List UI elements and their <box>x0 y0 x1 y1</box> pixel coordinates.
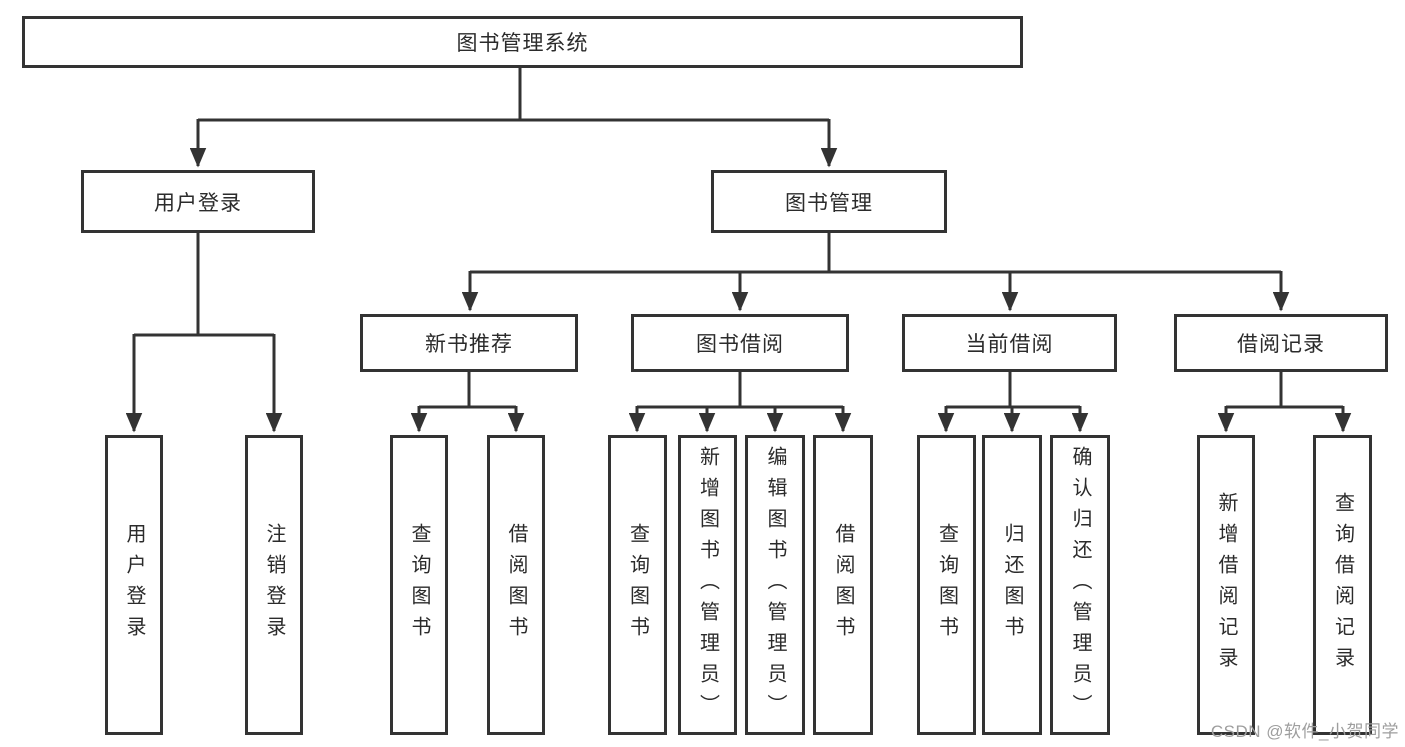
csdn-watermark: CSDN @软件_小贺同学 <box>1210 722 1399 741</box>
leaf-query-books-3: 查询图书 <box>917 435 976 735</box>
node-label: 借阅图书 <box>832 523 854 647</box>
node-label: 查询借阅记录 <box>1331 492 1354 678</box>
node-borrowing-records: 借阅记录 <box>1174 314 1388 372</box>
leaf-confirm-return-admin: 确认归还（管理员） <box>1050 435 1110 735</box>
leaf-query-borrow-record: 查询借阅记录 <box>1313 435 1372 735</box>
node-label: 查询图书 <box>626 523 649 647</box>
node-label: 当前借阅 <box>965 333 1054 356</box>
connector-userlogin-to-leaves <box>125 233 283 433</box>
node-label: 编辑图书（管理员） <box>764 445 786 725</box>
leaf-edit-books-admin: 编辑图书（管理员） <box>745 435 805 735</box>
node-label: 图书借阅 <box>696 333 784 356</box>
node-label: 查询图书 <box>408 523 430 647</box>
connector-records-to-leaves <box>1217 372 1352 433</box>
node-new-book-recommendation: 新书推荐 <box>360 314 578 372</box>
node-label: 新书推荐 <box>425 333 513 356</box>
node-label: 确认归还（管理员） <box>1069 445 1091 725</box>
node-user-login: 用户登录 <box>81 170 315 233</box>
node-label: 图书管理系统 <box>456 32 589 55</box>
node-label: 注销登录 <box>263 523 285 647</box>
leaf-query-books-1: 查询图书 <box>390 435 448 735</box>
connector-current-to-leaves <box>937 372 1089 433</box>
leaf-return-books: 归还图书 <box>982 435 1042 735</box>
leaf-add-books-admin: 新增图书（管理员） <box>678 435 737 735</box>
node-label: 归还图书 <box>1001 523 1023 647</box>
leaf-logout: 注销登录 <box>245 435 303 735</box>
leaf-borrow-books-2: 借阅图书 <box>813 435 873 735</box>
leaf-user-login: 用户登录 <box>105 435 163 735</box>
connector-bookmgmt-to-level3 <box>461 233 1290 312</box>
node-label: 用户登录 <box>123 523 145 647</box>
node-label: 借阅记录 <box>1237 333 1325 356</box>
node-label: 查询图书 <box>935 523 958 647</box>
node-current-borrowing: 当前借阅 <box>902 314 1117 372</box>
node-label: 新增借阅记录 <box>1215 492 1237 678</box>
connector-borrow-to-leaves <box>628 372 852 433</box>
connector-root-to-level2 <box>189 68 838 168</box>
leaf-query-books-2: 查询图书 <box>608 435 667 735</box>
node-library-system-root: 图书管理系统 <box>22 16 1023 68</box>
node-label: 借阅图书 <box>505 523 527 647</box>
node-label: 图书管理 <box>785 191 873 215</box>
leaf-add-borrow-record: 新增借阅记录 <box>1197 435 1255 735</box>
node-label: 新增图书（管理员） <box>696 445 719 725</box>
leaf-borrow-books-1: 借阅图书 <box>487 435 545 735</box>
node-label: 用户登录 <box>154 191 242 215</box>
node-book-borrowing: 图书借阅 <box>631 314 849 372</box>
node-book-management: 图书管理 <box>711 170 947 233</box>
connector-newbook-to-leaves <box>410 372 525 433</box>
